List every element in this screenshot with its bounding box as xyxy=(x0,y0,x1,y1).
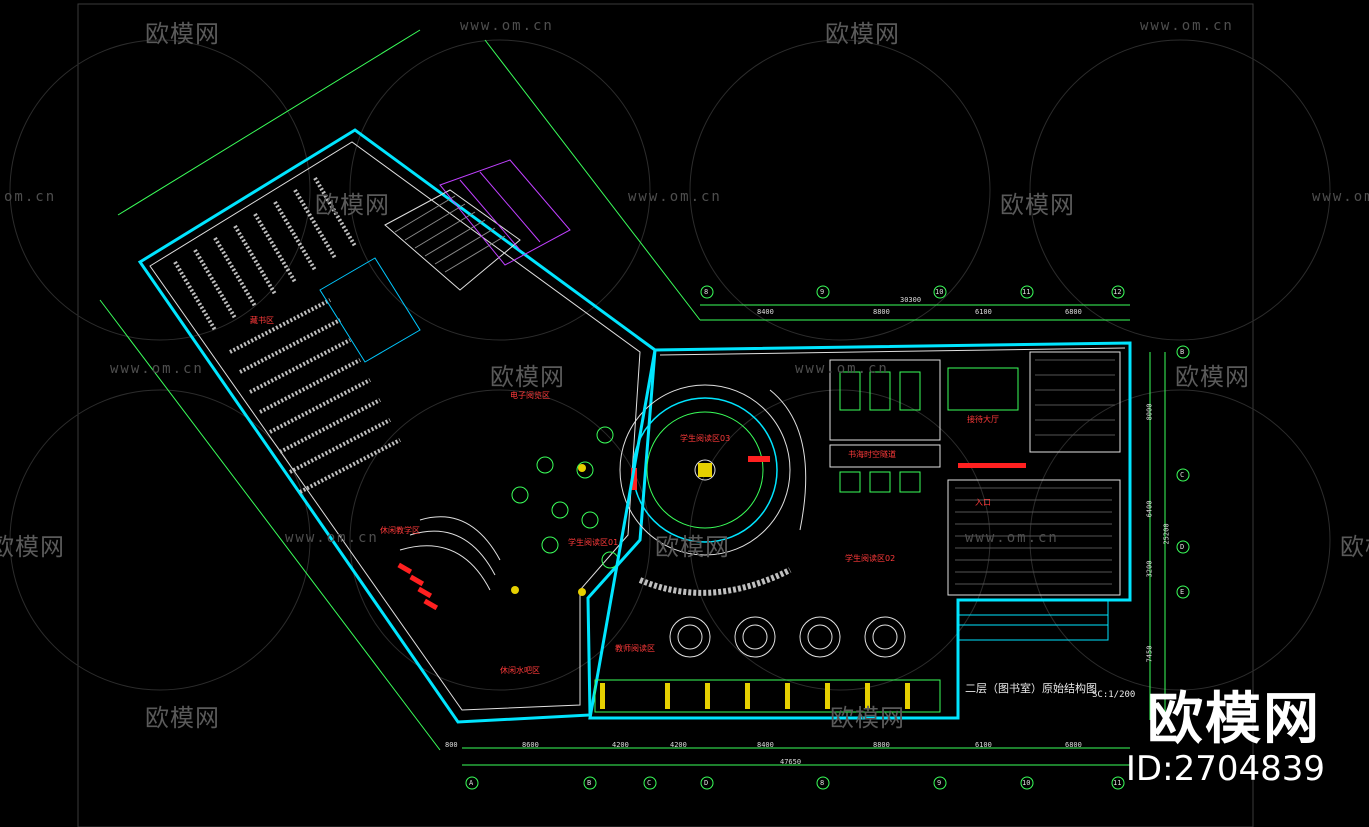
watermark-brand: 欧模网 xyxy=(1000,191,1075,219)
dim-label: 8800 xyxy=(873,308,890,316)
axis-label: 11 xyxy=(1022,288,1031,296)
watermark-brand: 欧模网 xyxy=(825,20,900,48)
room-label: 教师阅读区 xyxy=(615,644,655,653)
watermark-url: www.om.cn xyxy=(1312,189,1369,205)
bookshelf-rows xyxy=(173,176,401,494)
room-label: 学生阅读区02 xyxy=(845,554,896,563)
room-label: 藏书区 xyxy=(250,316,274,325)
watermark-brand: 欧模网 xyxy=(315,191,390,219)
watermark-brand: 欧模网 xyxy=(830,704,905,732)
image-id: ID:2704839 xyxy=(1125,749,1325,789)
wing-inner-wall xyxy=(149,141,641,711)
room-label: 入口 xyxy=(975,498,991,507)
watermark-url: www.om.cn xyxy=(460,18,554,34)
watermark-url: www.om.cn xyxy=(110,361,204,377)
watermark-brand: 欧模网 xyxy=(490,363,565,391)
dim-label: 800 xyxy=(445,741,458,749)
dim-label: 6400 xyxy=(1145,500,1154,518)
room-label: 学生阅读区03 xyxy=(680,434,731,443)
room-label: 休闲教学区 xyxy=(380,526,420,535)
amphitheatre-steps xyxy=(399,516,501,591)
axis-label: 8 xyxy=(704,288,709,296)
desk-grid-top xyxy=(839,371,921,493)
drawing-scale: SC:1/200 xyxy=(1092,690,1136,700)
watermark-url: www.om.cn xyxy=(1140,18,1234,34)
dimension-lines xyxy=(99,29,1166,766)
wing-yellow-tables xyxy=(511,464,586,596)
dim-label: 3200 xyxy=(1145,560,1154,578)
watermark-url: www.om.cn xyxy=(795,361,889,377)
brand-logo: 欧模网 xyxy=(1147,687,1321,752)
dim-total: 25200 xyxy=(1162,523,1171,545)
room-label: 休闲水吧区 xyxy=(500,666,540,675)
axis-label: C xyxy=(1180,471,1185,479)
watermark-url: om.cn xyxy=(4,189,57,205)
watermark-brand: 欧模网 xyxy=(145,20,220,48)
drawing-title: 二层（图书室）原始结构图 xyxy=(965,682,1097,695)
axis-label: 9 xyxy=(820,288,825,296)
dim-label: 6100 xyxy=(975,741,992,749)
drawing-frame xyxy=(77,3,1254,827)
room-label: 书海时空隧道 xyxy=(848,450,896,459)
watermark-brand: 欧模网 xyxy=(0,533,65,561)
axis-label: E xyxy=(1180,588,1185,596)
dim-label: 8400 xyxy=(757,741,774,749)
toilet-block xyxy=(439,159,571,266)
axis-label: 8 xyxy=(820,779,825,787)
axis-label: B xyxy=(587,779,592,787)
axis-label: B xyxy=(1180,348,1185,356)
dim-total: 47650 xyxy=(780,758,802,766)
dim-total: 30300 xyxy=(900,296,922,304)
axis-label: A xyxy=(469,779,474,787)
dim-label: 6800 xyxy=(1065,741,1082,749)
main-block xyxy=(588,341,1132,720)
dim-label: 8400 xyxy=(757,308,774,316)
hall-hatch xyxy=(947,351,1121,596)
axis-label: 12 xyxy=(1113,288,1122,296)
dim-label: 4200 xyxy=(612,741,629,749)
rotated-wing xyxy=(137,128,657,724)
watermark-url: www.om.cn xyxy=(628,189,722,205)
bottom-shelving xyxy=(594,679,941,713)
dim-label: 8000 xyxy=(1145,403,1154,421)
axis-label: C xyxy=(647,779,652,787)
watermark-brand: 欧模网 xyxy=(1340,533,1369,561)
dim-label: 8800 xyxy=(873,741,890,749)
stair-core xyxy=(319,189,521,363)
wing-outer-wall xyxy=(137,128,657,724)
round-tables xyxy=(669,616,906,658)
room-label: 学生阅读区01 xyxy=(568,538,619,547)
room-label: 接待大厅 xyxy=(967,415,999,424)
axis-label: 10 xyxy=(935,288,944,296)
room-label: 电子阅览区 xyxy=(510,391,550,400)
axis-label: D xyxy=(1180,543,1185,551)
axis-bubbles xyxy=(465,285,1190,790)
axis-label: 11 xyxy=(1113,779,1122,787)
dim-label: 7450 xyxy=(1145,645,1154,663)
axis-label: D xyxy=(704,779,709,787)
watermark-url: www.om.cn xyxy=(965,530,1059,546)
dim-label: 6100 xyxy=(975,308,992,316)
axis-label: 10 xyxy=(1022,779,1031,787)
balcony xyxy=(957,599,1109,641)
watermark-brand: 欧模网 xyxy=(145,704,220,732)
dim-label: 4200 xyxy=(670,741,687,749)
watermark-url: www.om.cn xyxy=(285,530,379,546)
dim-label: 8600 xyxy=(522,741,539,749)
watermark-brand: 欧模网 xyxy=(655,533,730,561)
axis-label: 9 xyxy=(937,779,942,787)
watermark-brand: 欧模网 xyxy=(1175,363,1250,391)
dim-label: 6800 xyxy=(1065,308,1082,316)
red-seats xyxy=(397,562,439,611)
